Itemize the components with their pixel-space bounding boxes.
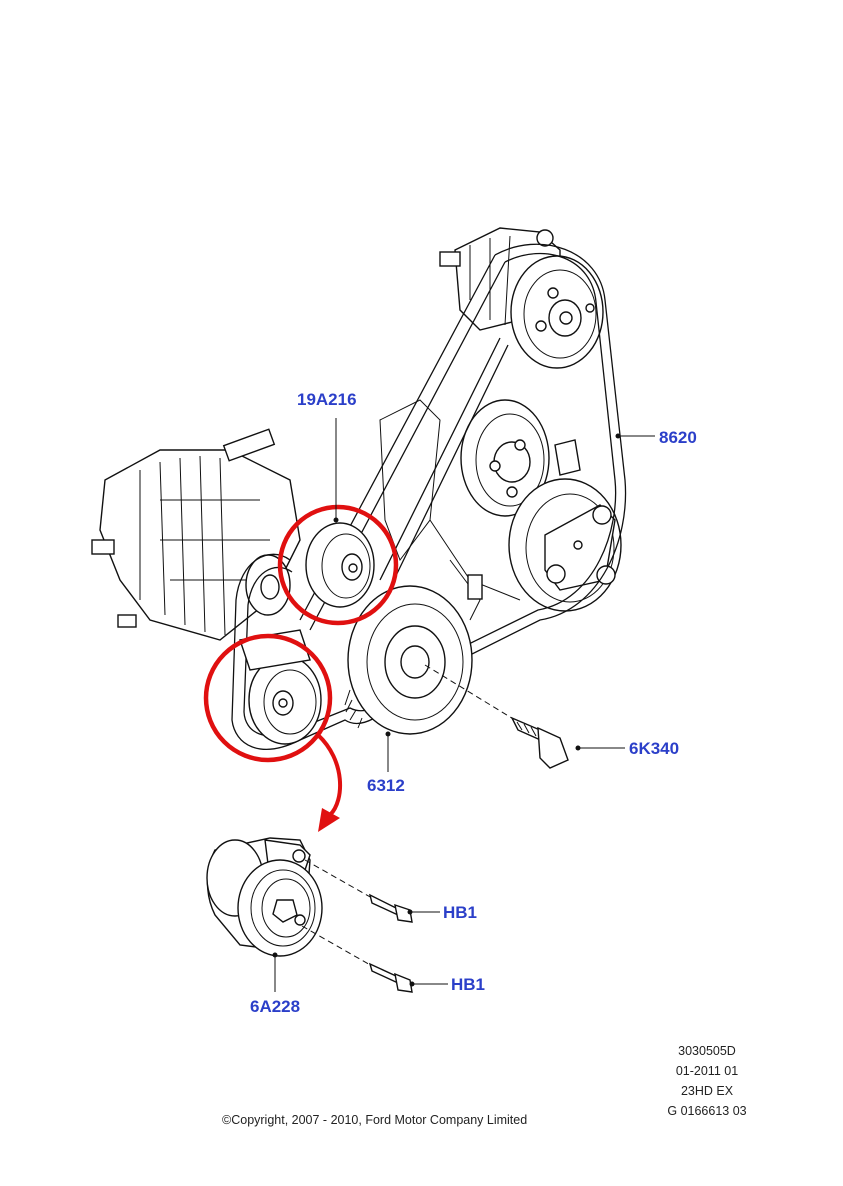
tensioner-assembly-6a228 — [206, 837, 323, 957]
callout-6k340[interactable]: 6K340 — [629, 739, 680, 758]
bolt-hb1-upper — [304, 859, 413, 923]
callout-8620[interactable]: 8620 — [659, 428, 697, 447]
meta-code-3: 23HD EX — [680, 1084, 734, 1098]
callout-6a228[interactable]: 6A228 — [250, 997, 301, 1016]
ac-compressor-pulley — [508, 478, 622, 612]
callout-19a216[interactable]: 19A216 — [297, 390, 357, 409]
callout-6312[interactable]: 6312 — [367, 776, 405, 795]
copyright-notice: ©Copyright, 2007 - 2010, Ford Motor Comp… — [222, 1113, 528, 1127]
water-pump-pulley — [460, 399, 550, 517]
curved-arrow-icon — [316, 733, 343, 832]
crank-bolt-6k340 — [424, 664, 569, 769]
highlight-circle-lower — [203, 633, 333, 763]
engine-block — [379, 399, 581, 621]
meta-code-2: 01-2011 01 — [675, 1064, 739, 1078]
tensioner-in-situ — [239, 629, 322, 745]
callout-hb1-lower[interactable]: HB1 — [451, 975, 486, 994]
highlight-circle-upper — [277, 504, 399, 626]
bolt-hb1-lower — [301, 925, 413, 993]
callout-hb1-upper[interactable]: HB1 — [443, 903, 478, 922]
meta-code-4: G 0166613 03 — [667, 1104, 747, 1118]
crankshaft-pulley-6312 — [344, 585, 473, 735]
meta-code-1: 3030505D — [678, 1044, 736, 1058]
upper-pulley — [510, 255, 604, 369]
idler-pulley-19a216 — [305, 522, 375, 608]
